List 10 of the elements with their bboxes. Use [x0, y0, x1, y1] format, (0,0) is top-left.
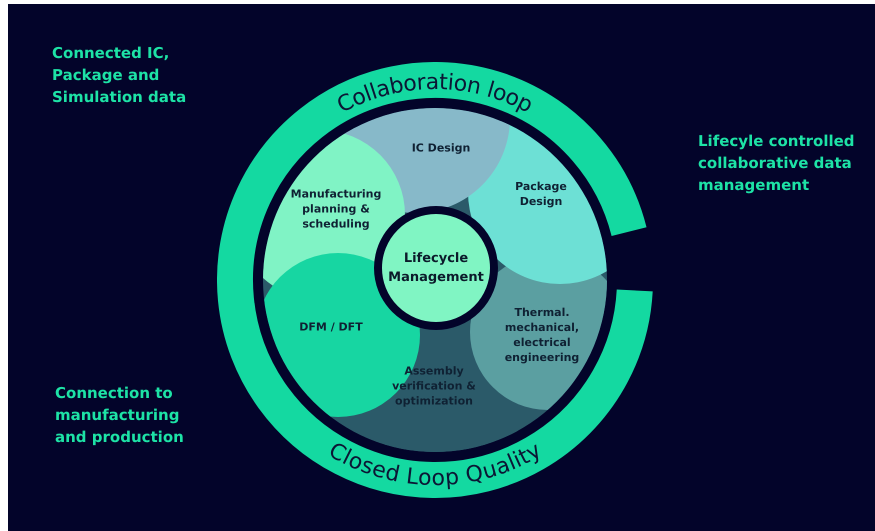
side-caption: Connected IC, Package and Simulation data: [52, 43, 188, 108]
segment-label: Manufacturing planning & scheduling: [286, 186, 386, 232]
side-caption: Lifecyle controlled collaborative data management: [698, 131, 856, 196]
side-caption: Connection to manufacturing and production: [55, 383, 185, 448]
segment-label: DFM / DFT: [291, 320, 371, 334]
center-circle: [374, 206, 498, 330]
center-title: Lifecycle Management: [387, 250, 485, 287]
segment-label: IC Design: [401, 140, 481, 156]
loop-ring: [217, 62, 653, 498]
segment-label: Package Design: [506, 179, 576, 209]
